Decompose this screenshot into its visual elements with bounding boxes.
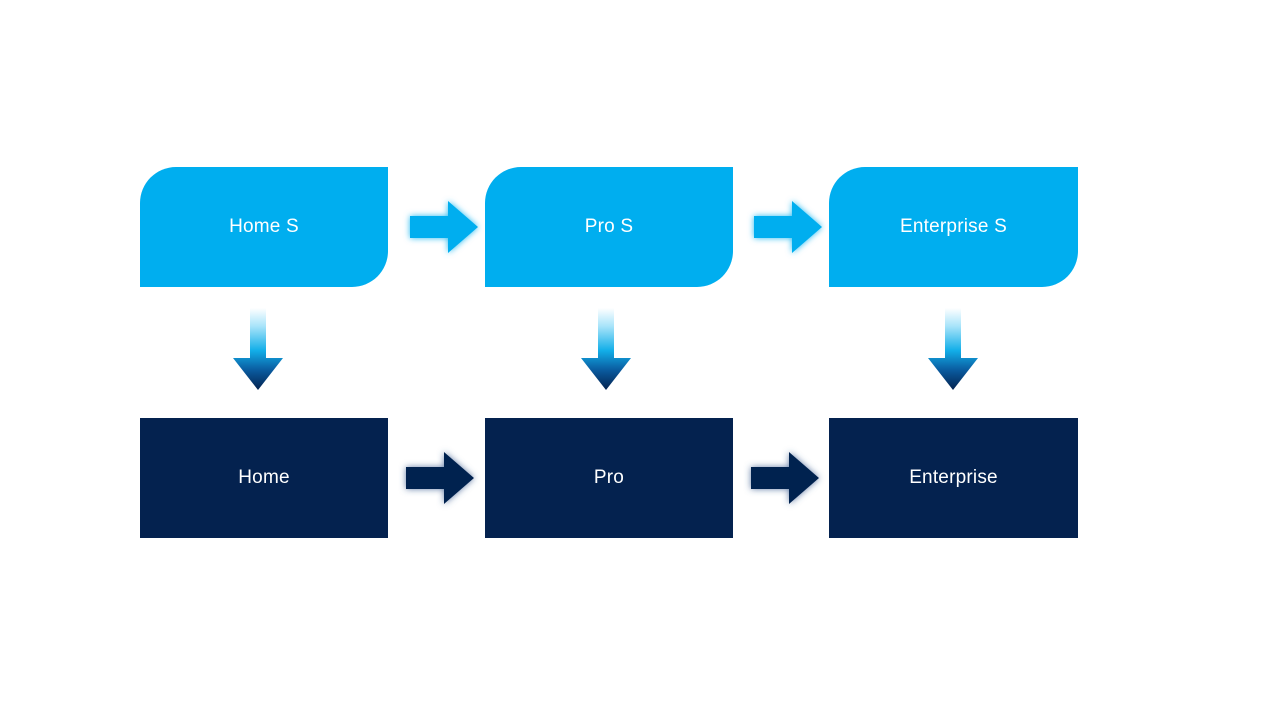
node-label: Pro [593,466,625,488]
node-pro[interactable]: Pro [485,418,733,538]
node-label: Enterprise S [900,215,1007,237]
node-enterprise[interactable]: Enterprise [829,418,1078,538]
arrow-down-icon-pro-s-to-pro [578,308,634,392]
arrow-right-icon-home-to-pro [404,447,476,509]
node-label: Home [238,466,290,488]
arrow-down-icon-home-s-to-home [230,308,286,392]
arrow-right-icon-home-s-to-pro-s [408,196,480,258]
arrow-down-icon-enterprise-s-to-enterprise [925,308,981,392]
node-home-s[interactable]: Home S [140,167,388,287]
node-pro-s[interactable]: Pro S [485,167,733,287]
arrow-right-icon-pro-s-to-enterprise-s [752,196,824,258]
node-label: Enterprise [909,466,998,488]
node-label: Pro S [584,215,634,237]
arrow-right-icon-pro-to-enterprise [749,447,821,509]
node-label: Home S [229,215,299,237]
node-enterprise-s[interactable]: Enterprise S [829,167,1078,287]
node-home[interactable]: Home [140,418,388,538]
